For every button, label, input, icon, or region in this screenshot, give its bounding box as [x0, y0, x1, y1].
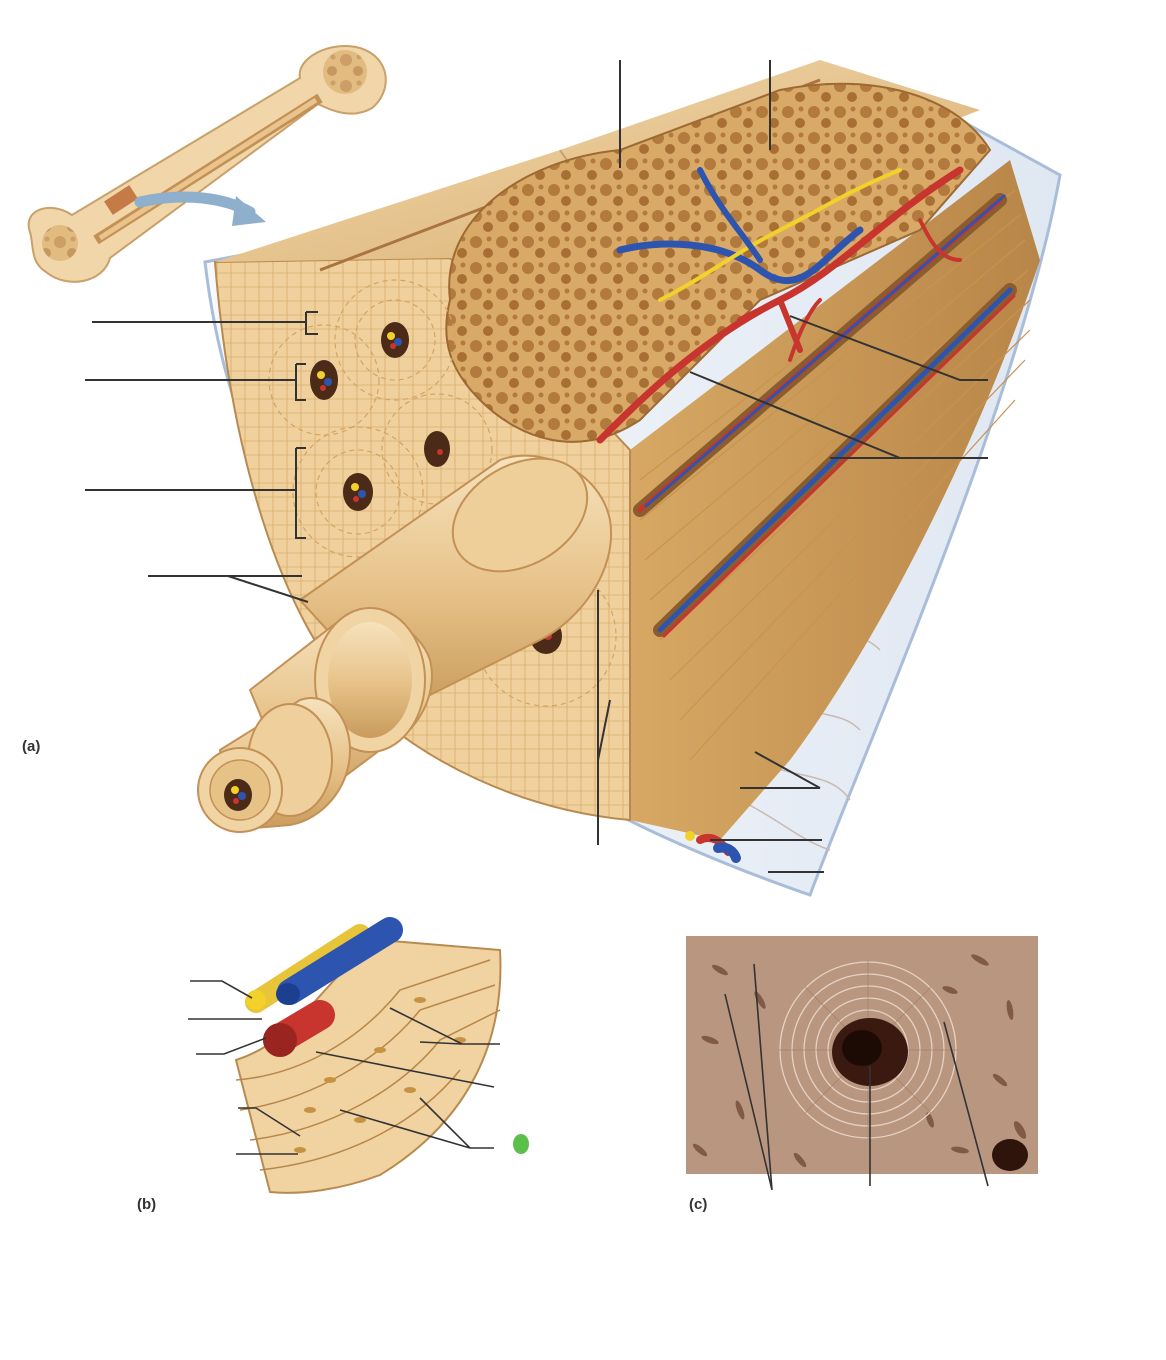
marker-dot [513, 1134, 529, 1154]
micrograph-dark-spot [992, 1139, 1028, 1171]
leader-line [190, 981, 252, 998]
panel-a-diagram [29, 46, 1060, 895]
panel-b-label: (b) [137, 1196, 156, 1213]
vein-lumen [276, 983, 300, 1005]
central-canal-core [842, 1030, 882, 1066]
panel-c-micrograph [686, 936, 1038, 1190]
panel-a-label: (a) [22, 738, 40, 755]
artery-lumen [263, 1023, 297, 1057]
panel-c-label: (c) [689, 1196, 707, 1213]
zoom-arrowhead [232, 196, 266, 226]
nerve-end [246, 990, 266, 1010]
panel-b-diagram [188, 930, 529, 1193]
